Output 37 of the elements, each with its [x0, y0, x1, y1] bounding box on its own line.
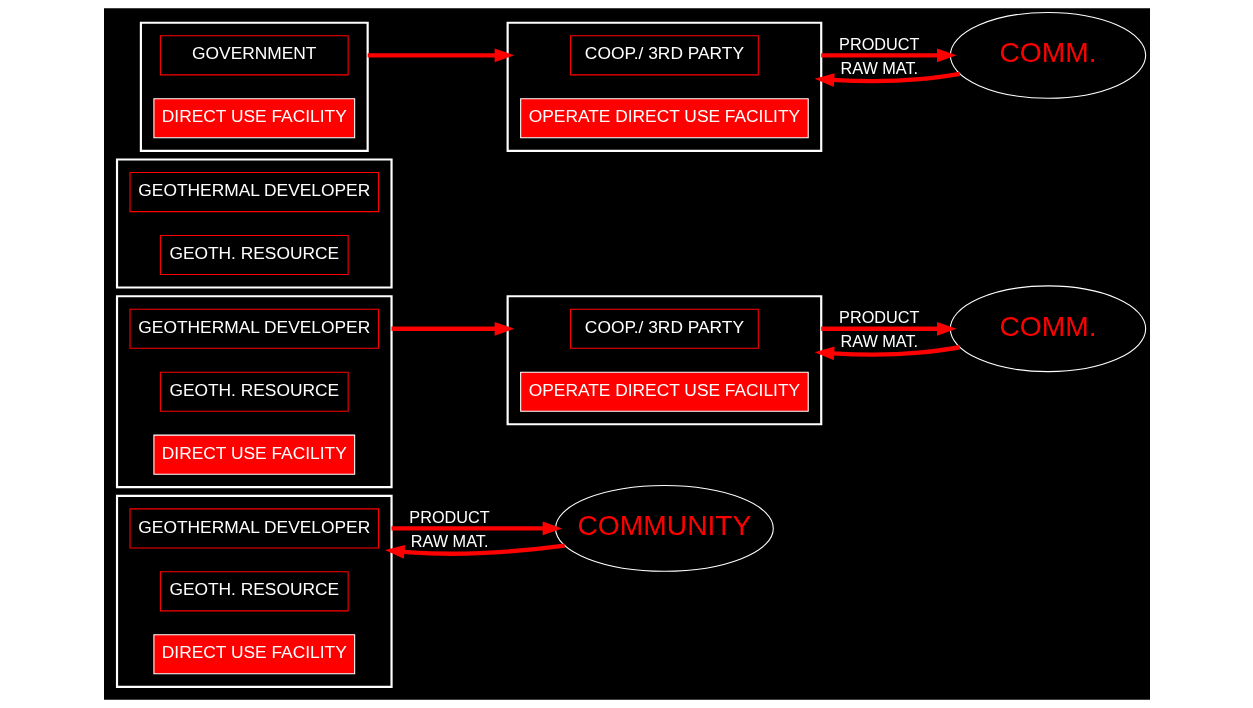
arrow	[391, 521, 562, 536]
node-box: DIRECT USE FACILITY	[152, 98, 355, 139]
edge-label: RAW MAT.	[410, 531, 488, 550]
arrow	[814, 345, 960, 361]
arrow	[820, 321, 957, 336]
node-box: GOVERNMENT	[159, 35, 349, 76]
node-box: GEOTH. RESOURCE	[159, 234, 349, 276]
edge-label: PRODUCT	[408, 508, 490, 526]
node-ellipse: COMMUNITY	[554, 485, 774, 572]
cluster	[115, 494, 393, 688]
node-box: COOP./ 3RD PARTY	[569, 35, 759, 76]
arrow	[814, 71, 960, 87]
node-box: GEOTH. RESOURCE	[159, 571, 349, 612]
cluster	[506, 295, 822, 426]
node-box: GEOTHERMAL DEVELOPER	[129, 508, 379, 549]
arrow	[384, 543, 565, 559]
node-box: GEOTHERMAL DEVELOPER	[129, 171, 379, 213]
node-box: OPERATE DIRECT USE FACILITY	[519, 98, 809, 139]
arrow	[391, 321, 514, 336]
cluster	[115, 158, 393, 289]
edge-label: PRODUCT	[838, 308, 919, 327]
node-box: OPERATE DIRECT USE FACILITY	[519, 371, 809, 412]
node-box: GEOTHERMAL DEVELOPER	[129, 308, 379, 349]
cluster	[139, 21, 369, 152]
arrow	[820, 48, 957, 63]
edge-label: PRODUCT	[838, 34, 919, 53]
node-box: COOP./ 3RD PARTY	[569, 308, 759, 349]
node-ellipse: COMM.	[949, 11, 1146, 99]
arrow	[367, 48, 514, 63]
edge-label: RAW MAT.	[839, 58, 918, 77]
node-box: GEOTH. RESOURCE	[159, 371, 349, 412]
node-box: DIRECT USE FACILITY	[152, 634, 355, 675]
node-box: DIRECT USE FACILITY	[152, 434, 355, 475]
node-ellipse: COMM.	[949, 285, 1146, 373]
cluster	[115, 295, 393, 489]
cluster	[506, 21, 822, 152]
edge-label: RAW MAT.	[839, 332, 918, 351]
